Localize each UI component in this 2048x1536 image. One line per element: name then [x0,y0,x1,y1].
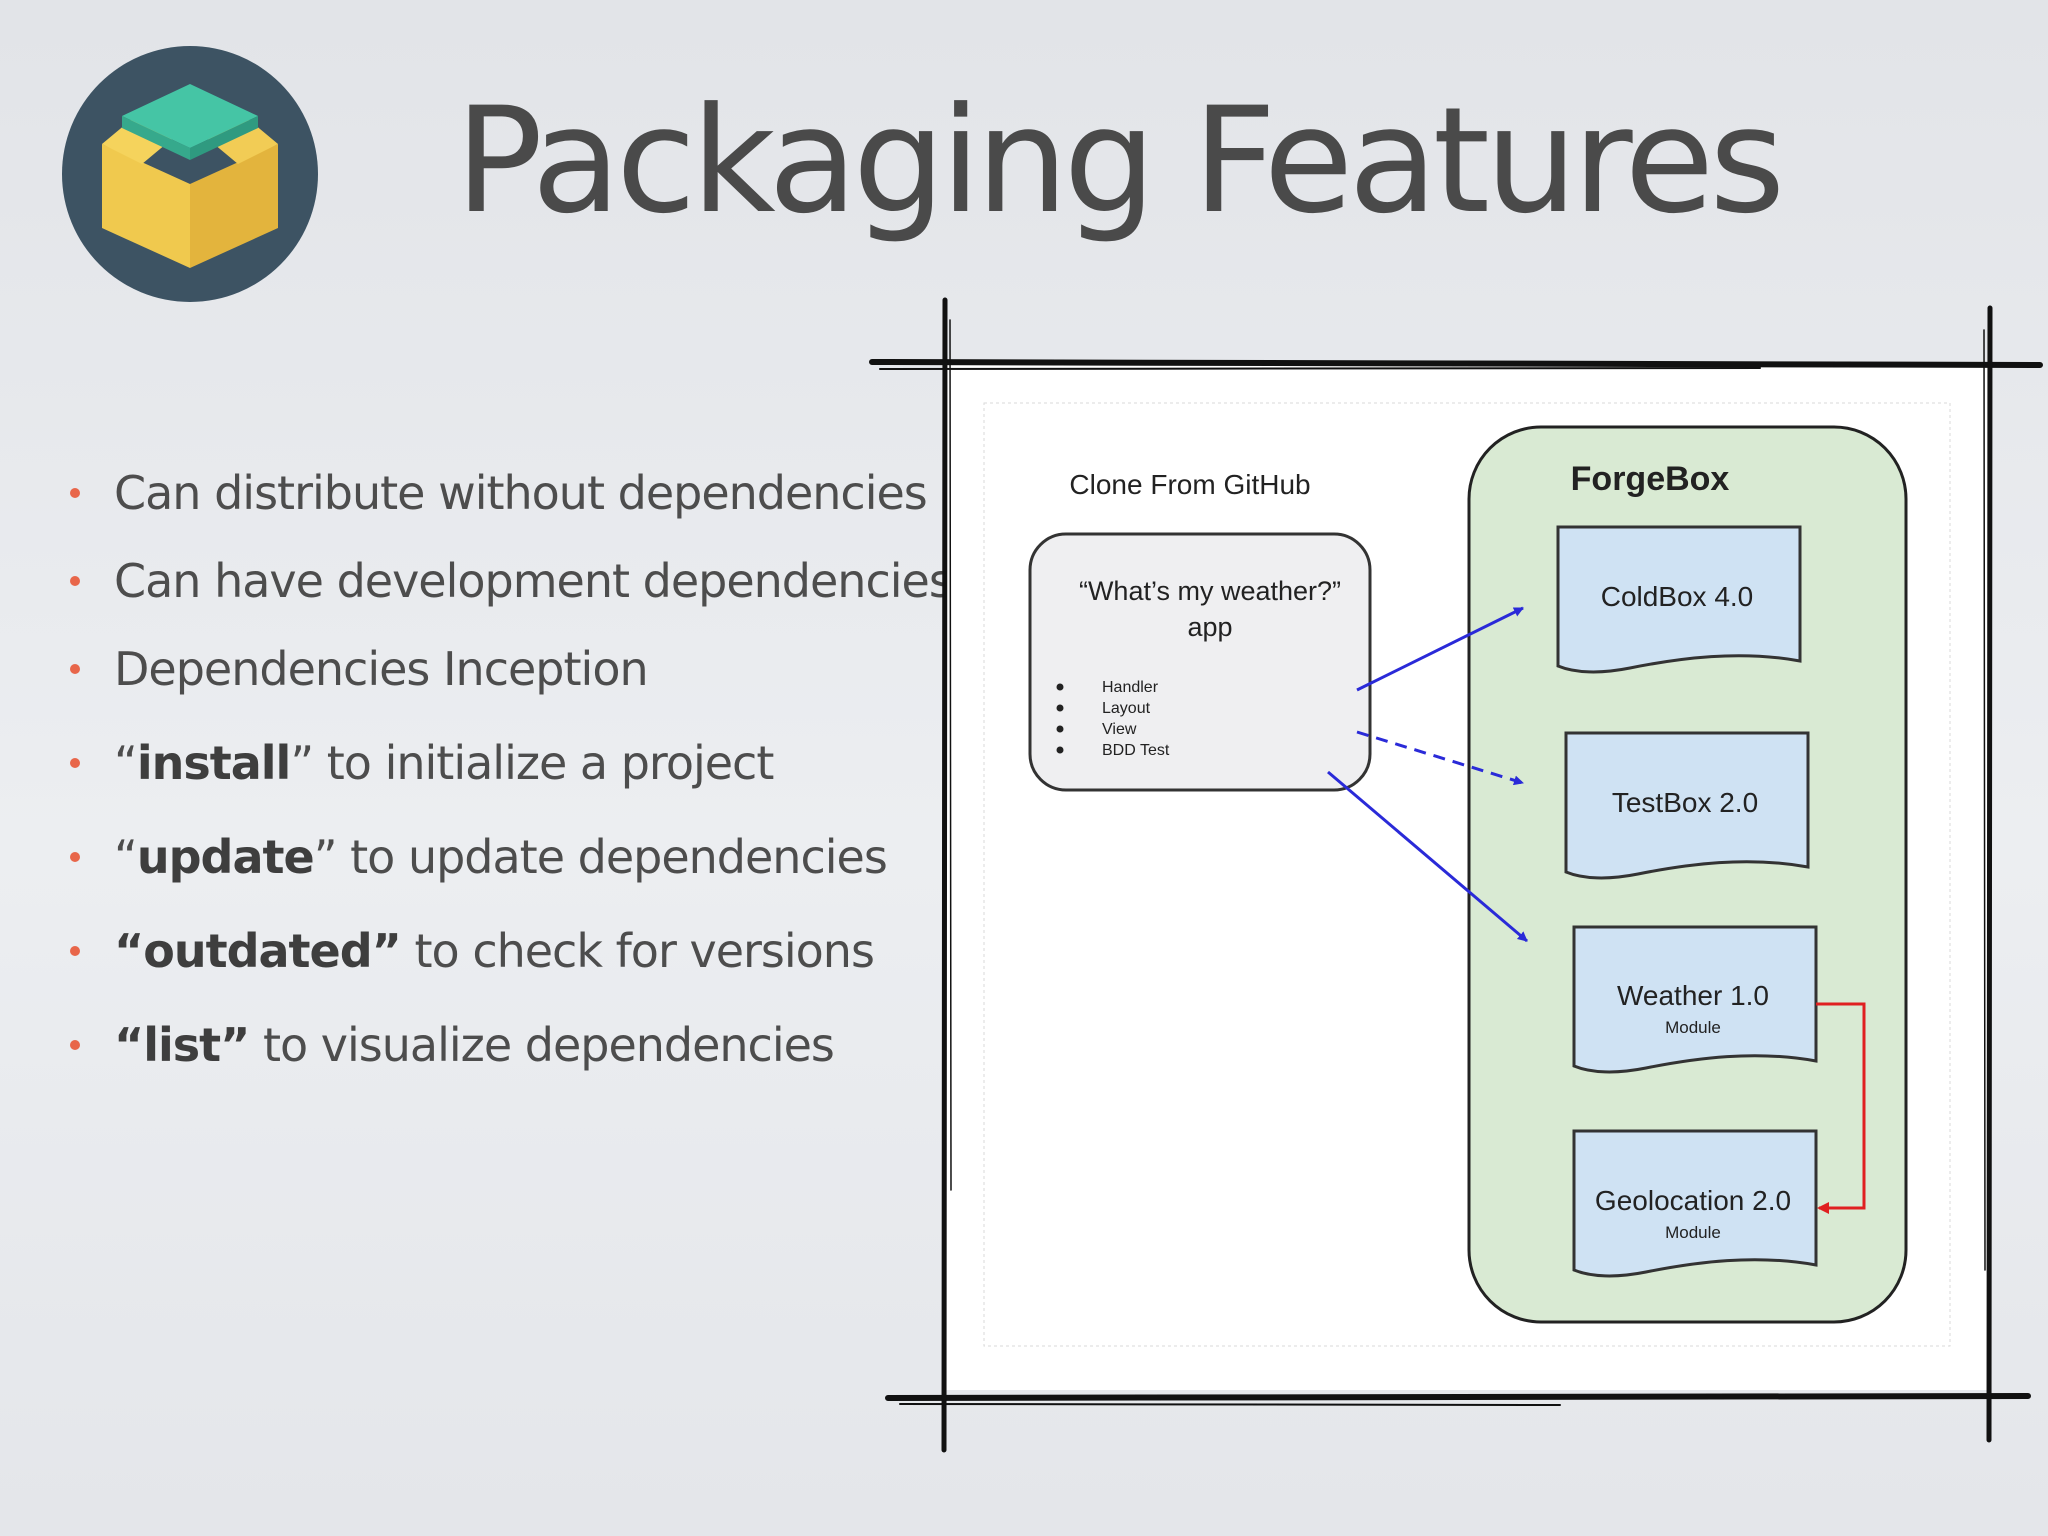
slide-title: Packaging Features [455,76,1785,246]
clone-label: Clone From GitHub [1069,469,1310,500]
bullet-dot [70,576,80,586]
package-geolocation: Geolocation 2.0 Module [1572,1129,1818,1278]
package-coldbox: ColdBox 4.0 [1556,525,1802,674]
app-title-line2: app [1187,612,1232,642]
arrow-app-to-weather [1327,770,1528,943]
arrow-app-to-testbox [1356,730,1524,786]
app-item: Layout [1102,700,1151,717]
arrow-weather-to-geolocation [1816,1002,1866,1214]
diagram-frame: Clone From GitHub “What’s my weather?” a… [860,290,2048,1455]
app-box [1028,532,1372,792]
package-name: Geolocation 2.0 [1595,1185,1791,1216]
package-name: Weather 1.0 [1617,980,1769,1011]
forgebox-label: ForgeBox [1571,460,1730,498]
package-name: ColdBox 4.0 [1601,581,1754,612]
bullet-dot [70,758,80,768]
package-weather: Weather 1.0 Module [1572,925,1818,1074]
app-title-line1: “What’s my weather?” [1079,576,1341,606]
bullet-dot [70,488,80,498]
open-box-icon [62,46,318,302]
package-sub: Module [1665,1223,1721,1242]
app-item: Handler [1102,679,1159,696]
package-testbox: TestBox 2.0 [1564,731,1810,880]
app-item-list: Handler Layout View BDD Test [1056,679,1170,759]
bullet-dot [70,1040,80,1050]
frame-border [869,297,2043,1453]
app-item: View [1102,721,1137,738]
package-name: TestBox 2.0 [1612,787,1758,818]
bullet-dot [70,852,80,862]
arrow-app-to-coldbox [1356,606,1524,692]
package-sub: Module [1665,1018,1721,1037]
bullet-dot [70,664,80,674]
bullet-dot [70,946,80,956]
app-item: BDD Test [1102,742,1170,759]
